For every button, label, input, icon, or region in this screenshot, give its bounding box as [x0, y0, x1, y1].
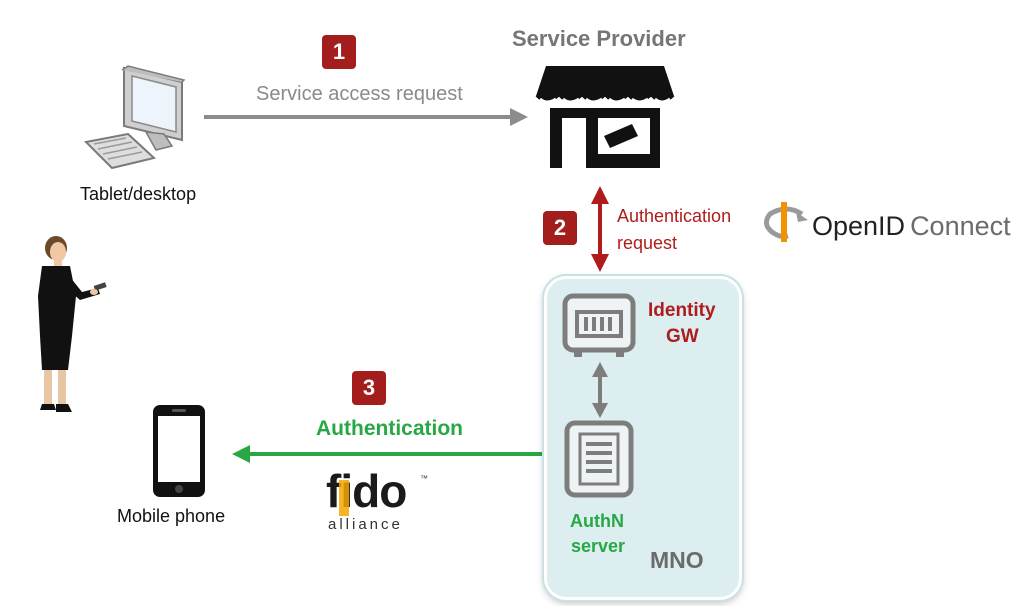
identity-gateway-icon	[562, 293, 636, 357]
authn-server-icon	[564, 420, 634, 498]
authentication-request-label-line2: request	[617, 233, 678, 253]
mobile-phone-label: Mobile phone	[117, 506, 226, 526]
authn-server-label-line1: AuthN	[570, 511, 624, 531]
authentication-label: Authentication	[316, 417, 463, 440]
fido-tm-text: ™	[420, 474, 428, 483]
openid-connect-text: Connect	[910, 211, 1011, 241]
step-3-badge: 3	[352, 371, 386, 405]
step-1-badge: 1	[322, 35, 356, 69]
authentication-request-label-line1: Authentication	[617, 206, 732, 226]
fido-alliance-text: alliance	[328, 516, 403, 533]
desktop-computer-icon	[83, 65, 186, 170]
service-provider-title: Service Provider	[512, 26, 686, 51]
authn-server-label-line2: server	[571, 536, 626, 556]
person-illustration	[38, 236, 107, 412]
openid-logo-icon	[764, 202, 808, 242]
tablet-desktop-label: Tablet/desktop	[80, 184, 197, 204]
service-access-request-label: Service access request	[256, 83, 463, 105]
shop-icon	[535, 66, 675, 168]
mno-label: MNO	[650, 547, 704, 573]
step-2-badge: 2	[543, 211, 577, 245]
fido-accent-mark	[339, 480, 349, 516]
openid-main-text: OpenID	[812, 211, 906, 241]
identity-gw-label-line1: Identity	[648, 300, 716, 321]
mobile-phone-icon	[153, 405, 205, 497]
identity-gw-label-line2: GW	[666, 326, 699, 347]
